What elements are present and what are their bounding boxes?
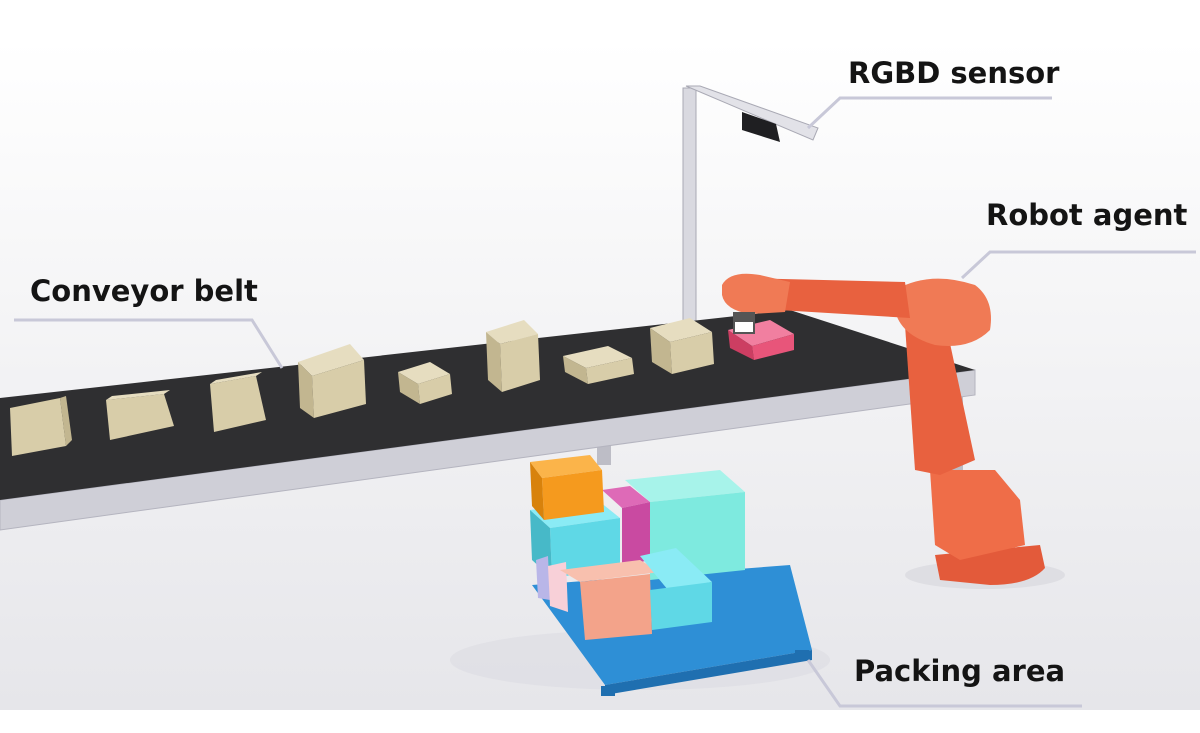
salmon-box — [580, 574, 652, 640]
carton — [650, 318, 714, 374]
packing-area-label: Packing area — [854, 654, 1066, 688]
pallet-foot — [795, 650, 809, 660]
conveyor-frame — [0, 369, 976, 531]
cyan-box-front — [650, 582, 712, 630]
carton — [298, 344, 366, 418]
leader-line-robot — [960, 250, 1196, 280]
magenta-box — [622, 502, 650, 566]
robot-wrist — [722, 273, 790, 314]
leader-line-rgbd — [806, 96, 1052, 130]
carton — [210, 372, 266, 432]
packed-boxes — [530, 455, 745, 640]
conveyor-belt-label: Conveyor belt — [30, 274, 258, 308]
leader-lines — [14, 96, 1196, 708]
robot-arm — [722, 273, 1045, 585]
cyan-box — [550, 518, 620, 578]
carton — [106, 390, 174, 440]
leader-line-conveyor — [14, 318, 284, 369]
robot-lower-arm — [905, 320, 975, 475]
cartons — [10, 318, 794, 456]
rgbd-sensor-label: RGBD sensor — [848, 56, 1060, 90]
robot-shoulder — [895, 278, 991, 346]
orange-box — [542, 470, 604, 520]
robot-agent-label: Robot agent — [986, 198, 1188, 232]
pallet-foot — [601, 686, 615, 696]
rgbd-sensor-device — [742, 112, 780, 142]
carton — [10, 396, 72, 456]
bottom-margin — [0, 710, 1200, 733]
carton — [398, 362, 452, 404]
carton — [563, 346, 634, 384]
leader-line-packing — [806, 659, 1082, 708]
carton — [486, 320, 540, 392]
belt-surface — [0, 310, 975, 500]
rgbd-sensor-mount — [682, 85, 819, 329]
pallet-side — [605, 650, 812, 695]
robot-base-turret — [930, 470, 1025, 560]
